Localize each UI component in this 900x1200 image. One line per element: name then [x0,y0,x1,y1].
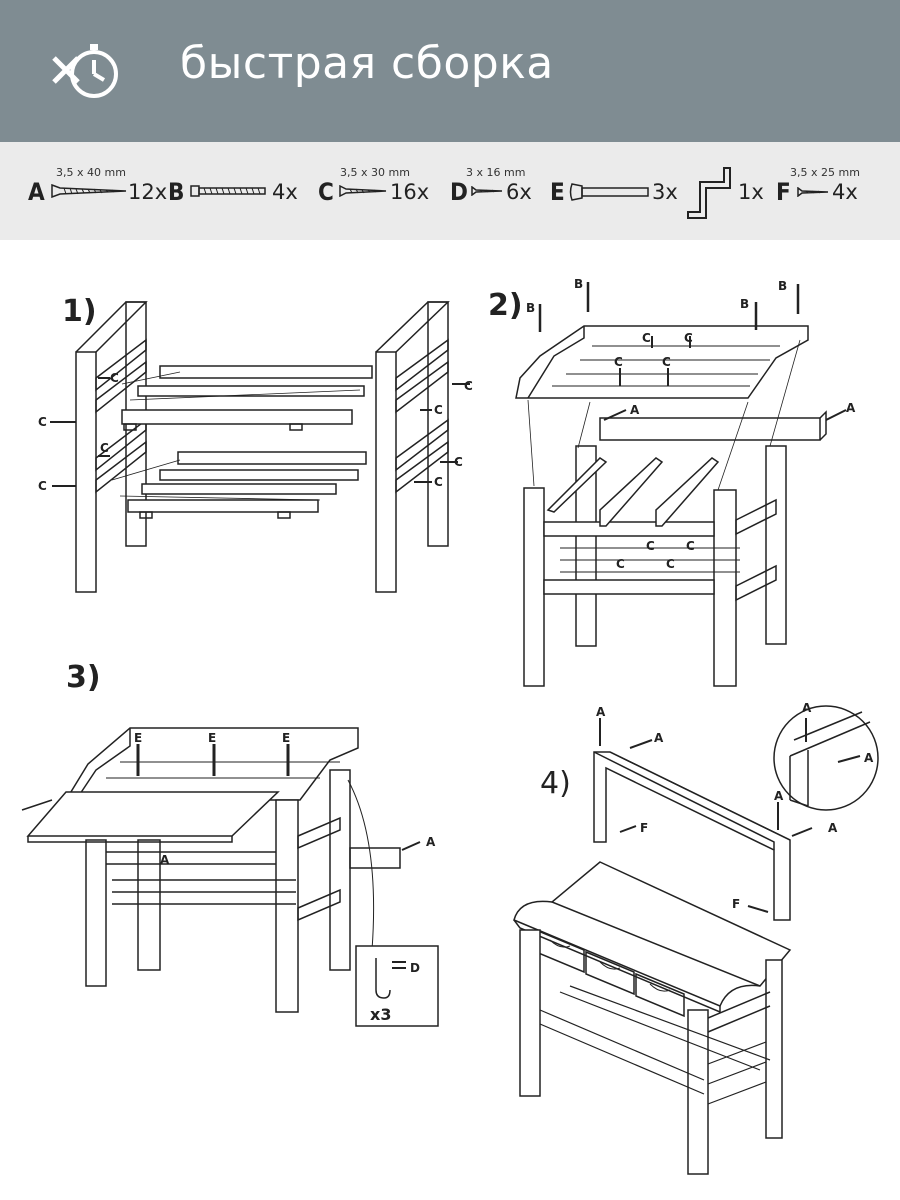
svg-text:A: A [802,701,812,715]
page-title: быстрая сборка [180,38,554,89]
part-e: E 3x [550,142,680,240]
svg-text:C: C [464,379,473,393]
part-b: B 4x [168,142,298,240]
svg-text:A: A [828,821,838,835]
svg-text:A: A [864,751,874,765]
svg-text:E: E [282,731,290,745]
svg-text:A: A [846,401,856,415]
part-qty: 1x [738,180,764,204]
long-screw-icon [51,184,127,198]
part-qty: 4x [272,180,298,204]
step-2-number: 2) [488,288,523,323]
svg-text:C: C [646,539,655,553]
svg-text:C: C [686,539,695,553]
svg-text:C: C [684,331,693,345]
part-letter: A [28,178,45,206]
svg-text:F: F [640,821,648,835]
part-c: C 3,5 x 30 mm 16x [318,142,438,240]
svg-text:C: C [666,557,675,571]
part-letter: C [318,178,334,206]
svg-text:B: B [740,297,749,311]
svg-text:C: C [642,331,651,345]
svg-text:A: A [630,403,640,417]
header-banner: быстрая сборка [0,0,900,142]
svg-text:C: C [662,355,671,369]
step-3-number: 3) [66,660,101,695]
short-screw-icon [471,186,503,196]
step-1-number: 1) [62,294,97,329]
part-bracket: 1x [684,142,764,240]
part-a: A 3,5 x 40 mm 12x [28,142,168,240]
part-size: 3,5 x 40 mm [56,166,126,179]
svg-text:D: D [410,961,420,975]
part-d: D 3 x 16 mm 6x [450,142,540,240]
part-size: 3 x 16 mm [466,166,526,179]
detail-qty: x3 [370,1005,391,1024]
svg-text:C: C [100,441,109,455]
part-letter: B [168,178,185,206]
svg-text:B: B [574,277,583,291]
parts-list: A 3,5 x 40 mm 12x B 4x C 3,5 x 30 mm 16x… [0,142,900,240]
screw-icon [339,185,387,197]
svg-text:C: C [110,371,119,385]
svg-text:A: A [596,705,606,719]
small-screw-icon [797,187,829,197]
part-f: F 3,5 x 25 mm 4x [776,142,886,240]
svg-text:C: C [616,557,625,571]
part-qty: 4x [832,180,858,204]
svg-text:E: E [134,731,142,745]
svg-text:C: C [38,415,47,429]
step-3-diagram: E E E A A D x3 [21,727,439,1027]
part-qty: 12x [128,180,168,204]
part-letter: F [776,178,791,206]
svg-text:A: A [160,853,170,867]
svg-text:B: B [526,301,535,315]
svg-text:A: A [654,731,664,745]
svg-text:F: F [732,897,740,911]
step-1-diagram: CC CC CC CC [38,301,473,593]
part-letter: D [450,178,468,206]
knob-icon [569,183,649,201]
part-size: 3,5 x 30 mm [340,166,410,179]
part-letter: E [550,178,565,206]
svg-text:C: C [434,403,443,417]
svg-text:A: A [774,789,784,803]
svg-text:B: B [778,279,787,293]
svg-text:C: C [614,355,623,369]
part-qty: 16x [390,180,430,204]
part-qty: 6x [506,180,532,204]
svg-text:E: E [208,731,216,745]
stopwatch-tools-icon [52,44,118,98]
z-bracket-icon [687,167,731,219]
svg-text:A: A [426,835,436,849]
part-size: 3,5 x 25 mm [790,166,860,179]
step-4-diagram: A A A A F F A A [513,701,879,1175]
part-qty: 3x [652,180,678,204]
bolt-icon [190,185,266,197]
svg-text:C: C [434,475,443,489]
svg-text:C: C [38,479,47,493]
step-4-number: 4) [540,766,571,801]
svg-text:C: C [454,455,463,469]
